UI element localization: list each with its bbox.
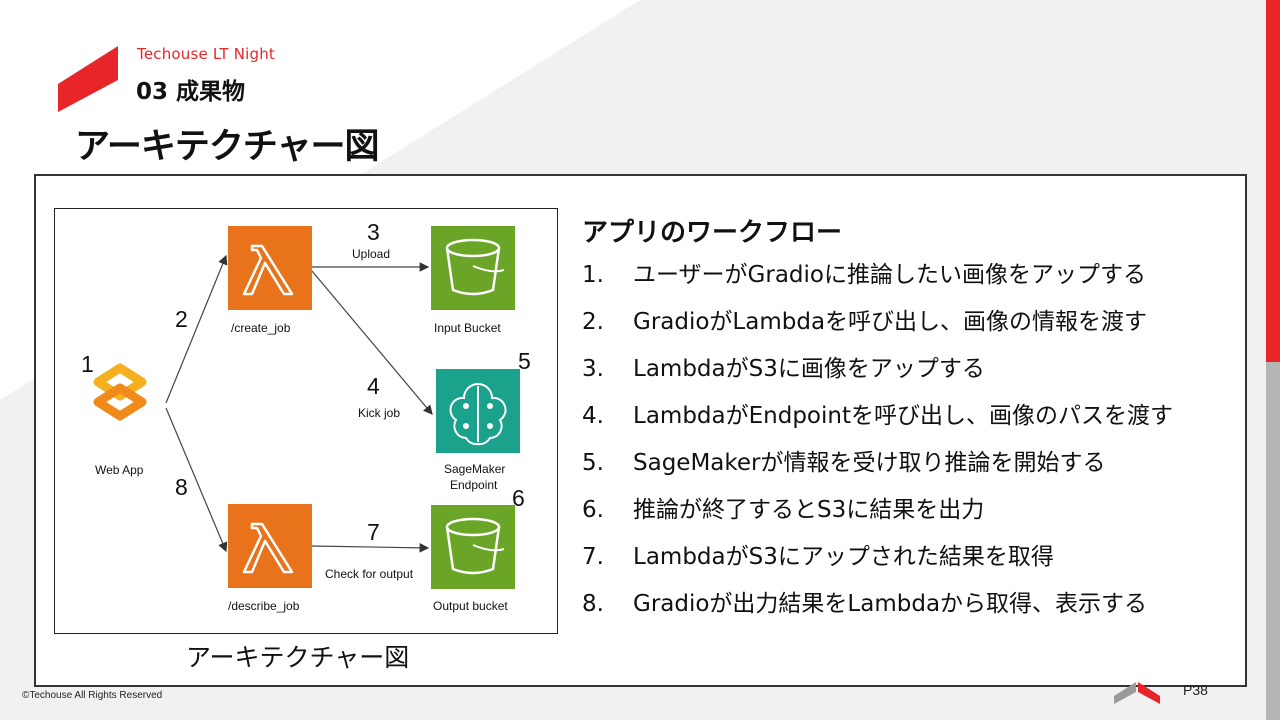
workflow-step-text: 推論が終了するとS3に結果を出力 — [633, 497, 985, 523]
step-number-7: 7 — [367, 519, 380, 545]
sagemaker-label-line1: SageMaker — [444, 462, 505, 476]
section-title: 03 成果物 — [136, 79, 246, 105]
workflow-step-7: 7. LambdaがS3にアップされた結果を取得 — [582, 540, 1242, 587]
architecture-diagram: Web App /create_job /describe_job Input … — [81, 219, 531, 613]
s3-input-bucket-icon — [431, 226, 515, 310]
sagemaker-label-line2: Endpoint — [450, 478, 498, 492]
workflow-step-number: 4. — [582, 403, 604, 429]
step-number-5: 5 — [518, 348, 531, 374]
workflow-list: 1. ユーザーがGradioに推論したい画像をアップする 2. GradioがLam… — [582, 258, 1242, 634]
workflow-step-number: 2. — [582, 309, 604, 335]
input-bucket-label: Input Bucket — [434, 321, 501, 335]
arrow-webapp-to-create — [165, 254, 228, 404]
edge-label-kick-job: Kick job — [358, 406, 400, 420]
describe-job-label: /describe_job — [228, 599, 300, 613]
workflow-step-text: LambdaがEndpointを呼び出し、画像のパスを渡す — [633, 403, 1173, 429]
lambda-describe-job-icon — [228, 504, 312, 588]
workflow-step-number: 6. — [582, 497, 604, 523]
workflow-step-text: LambdaがS3にアップされた結果を取得 — [633, 544, 1054, 570]
arrow-webapp-to-describe — [165, 407, 228, 553]
edge-label-check-output: Check for output — [325, 567, 414, 581]
step-number-8: 8 — [175, 474, 188, 500]
arrow-create-to-sagemaker — [311, 270, 433, 415]
sagemaker-endpoint-icon — [436, 369, 520, 453]
s3-output-bucket-icon — [431, 505, 515, 589]
techouse-logo-mark — [58, 46, 118, 112]
workflow-step-6: 6. 推論が終了するとS3に結果を出力 — [582, 493, 1242, 540]
accent-bar-red — [1266, 0, 1280, 362]
workflow-step-number: 5. — [582, 450, 604, 476]
edge-label-upload: Upload — [352, 247, 390, 261]
page-number: P38 — [1183, 682, 1208, 698]
output-bucket-label: Output bucket — [433, 599, 508, 613]
web-app-label: Web App — [95, 463, 144, 477]
workflow-step-number: 1. — [582, 262, 604, 288]
page-title: アーキテクチャー図 — [75, 127, 380, 167]
lambda-create-job-icon — [228, 226, 312, 310]
step-number-1: 1 — [81, 351, 94, 377]
copyright-footer: ©Techouse All Rights Reserved — [22, 690, 163, 701]
footer-logo-icon — [1114, 682, 1160, 704]
workflow-step-4: 4. LambdaがEndpointを呼び出し、画像のパスを渡す — [582, 399, 1242, 446]
step-number-6: 6 — [512, 485, 525, 511]
workflow-step-number: 3. — [582, 356, 604, 382]
event-subtitle: Techouse LT Night — [137, 45, 276, 63]
workflow-step-2: 2. GradioがLambdaを呼び出し、画像の情報を渡す — [582, 305, 1242, 352]
arrow-describe-to-output — [311, 543, 430, 553]
step-number-4: 4 — [367, 373, 380, 399]
workflow-step-text: LambdaがS3に画像をアップする — [633, 356, 985, 382]
web-app-icon — [93, 363, 147, 421]
step-number-3: 3 — [367, 219, 380, 245]
workflow-step-number: 7. — [582, 544, 604, 570]
workflow-step-1: 1. ユーザーがGradioに推論したい画像をアップする — [582, 258, 1242, 305]
diagram-caption: アーキテクチャー図 — [186, 643, 410, 672]
create-job-label: /create_job — [231, 321, 291, 335]
workflow-step-text: GradioがLambdaを呼び出し、画像の情報を渡す — [633, 309, 1148, 335]
workflow-step-text: Gradioが出力結果をLambdaから取得、表示する — [633, 591, 1148, 617]
workflow-step-5: 5. SageMakerが情報を受け取り推論を開始する — [582, 446, 1242, 493]
workflow-step-3: 3. LambdaがS3に画像をアップする — [582, 352, 1242, 399]
workflow-step-8: 8. Gradioが出力結果をLambdaから取得、表示する — [582, 587, 1242, 634]
workflow-step-text: SageMakerが情報を受け取り推論を開始する — [633, 450, 1106, 476]
workflow-title: アプリのワークフロー — [582, 218, 843, 248]
accent-bar-gray — [1266, 362, 1280, 720]
workflow-step-number: 8. — [582, 591, 604, 617]
step-number-2: 2 — [175, 306, 188, 332]
workflow-step-text: ユーザーがGradioに推論したい画像をアップする — [633, 262, 1146, 288]
